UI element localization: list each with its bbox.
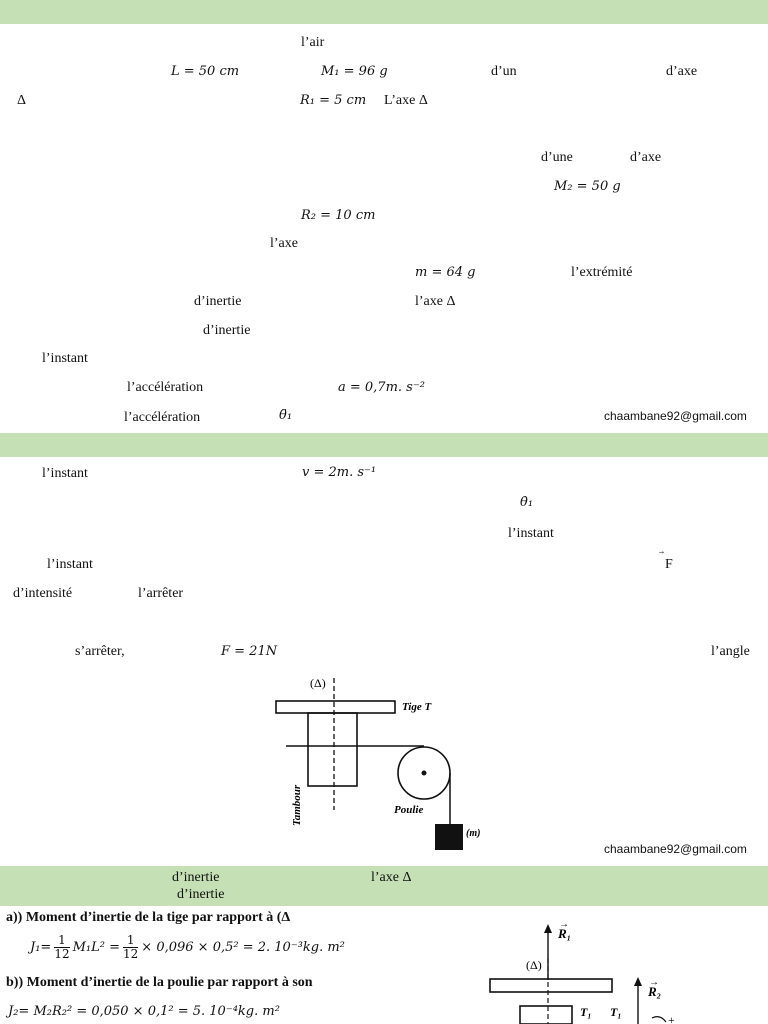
- word-laxe-2: l’axe: [270, 236, 298, 251]
- t1-label: T₁: [580, 1005, 592, 1019]
- velocity-value: v = 2m. s⁻¹: [302, 465, 377, 480]
- word-acceleration-1: l’accélération: [127, 380, 204, 395]
- word-angle: l’angle: [711, 644, 750, 659]
- part-a-heading: a)) Moment d’inertie de la tige par rapp…: [6, 910, 291, 925]
- theta-double-dot: θ̈₁: [279, 408, 293, 423]
- word-dintensite: d’intensité: [13, 586, 73, 601]
- word-instant-1: l’instant: [42, 351, 88, 366]
- word-daxe-1: d’axe: [666, 64, 698, 79]
- word-daxe-2: d’axe: [630, 150, 662, 165]
- fig-plus-sign: +: [668, 1013, 675, 1024]
- solution-header-dinertie-2: d’inertie: [177, 887, 225, 902]
- radius-r2-value: R₂ = 10 cm: [301, 208, 376, 223]
- axis-delta-label: (Δ): [310, 676, 326, 690]
- j1-fraction-1: 1 12: [54, 934, 70, 961]
- mass-m1-value: M₁ = 96 g: [321, 64, 388, 79]
- delta-symbol: Δ: [17, 93, 27, 108]
- theta-dot: θ̇₁: [520, 495, 534, 510]
- solution-header-laxe: l’axe Δ: [371, 870, 412, 885]
- mass-m-value: m = 64 g: [415, 265, 476, 280]
- word-laxe-3: l’axe Δ: [415, 294, 456, 309]
- poulie-label: Poulie: [394, 804, 423, 816]
- tambour-rect: [307, 712, 358, 787]
- mass-label: (m): [466, 828, 480, 839]
- fig-tige-rect: [489, 978, 613, 993]
- radius-r1-value: R₁ = 5 cm: [300, 93, 367, 108]
- length-value: L = 50 cm: [171, 64, 240, 79]
- word-instant-4: l’instant: [47, 557, 93, 572]
- tige-label: Tige T: [402, 701, 432, 713]
- j1-mid: M₁L² =: [72, 939, 121, 955]
- j2-equation: J₂= M₂R₂² = 0,050 × 0,1² = 5. 10⁻⁴kg. m²: [8, 1004, 280, 1019]
- poulie-center: [421, 770, 427, 776]
- tambour-label: Tambour: [291, 784, 303, 826]
- r1-arrow-head: [544, 924, 552, 933]
- email-footer-2: chaambane92@gmail.com: [604, 842, 747, 856]
- acceleration-value: a = 0,7m. s⁻²: [338, 380, 425, 395]
- j1-frac1-num: 1: [54, 934, 70, 948]
- j1-frac1-den: 12: [54, 946, 70, 961]
- fig-axis-label: (Δ): [526, 958, 542, 972]
- word-instant-2: l’instant: [42, 466, 88, 481]
- top-header-band: [0, 0, 768, 24]
- j1-fraction-2: 1 12: [123, 934, 139, 961]
- mechanism-figure: (Δ) Tige T (m) Poulie Tambour: [275, 676, 480, 850]
- j1-frac2-num: 1: [123, 934, 139, 948]
- rotation-arc: [651, 1016, 667, 1023]
- email-footer-1: chaambane92@gmail.com: [604, 409, 747, 423]
- word-instant-3: l’instant: [508, 526, 554, 541]
- fig-tambour-rect: [519, 1005, 573, 1024]
- word-larreter: l’arrêter: [138, 586, 184, 601]
- j1-equation: J₁= 1 12 M₁L² = 1 12 × 0,096 × 0,5² = 2.…: [30, 930, 345, 964]
- r2-label: R₂: [647, 984, 661, 999]
- j1-lhs: J₁=: [30, 939, 52, 955]
- r2-vector-mark: →: [649, 977, 659, 988]
- word-laxe-1: L’axe Δ: [384, 93, 428, 108]
- word-dun: d’un: [491, 64, 517, 79]
- solution-header-band: [0, 866, 768, 906]
- word-extremite: l’extrémité: [571, 265, 633, 280]
- t1b-label: T₁: [610, 1005, 622, 1019]
- force-value: F = 21N: [221, 644, 278, 659]
- solution-header-dinertie-1: d’inertie: [172, 870, 220, 885]
- word-dinertie-1: d’inertie: [194, 294, 242, 309]
- r1-vector-mark: →: [559, 919, 569, 930]
- part-b-heading: b)) Moment d’inertie de la poulie par ra…: [6, 975, 313, 990]
- forces-figure: R₁ → (Δ) R₂ → T₁ T₁ +: [489, 919, 675, 1024]
- page-separator-band: [0, 433, 768, 457]
- tige-rect: [275, 700, 396, 714]
- j1-frac2-den: 12: [123, 946, 139, 961]
- word-air: l’air: [301, 35, 325, 50]
- word-dune: d’une: [541, 150, 573, 165]
- force-f-label: F: [665, 557, 673, 572]
- j1-rhs: × 0,096 × 0,5² = 2. 10⁻³kg. m²: [141, 939, 345, 955]
- mass-m2-value: M₂ = 50 g: [554, 179, 621, 194]
- word-acceleration-2: l’accélération: [124, 410, 201, 425]
- word-sarreter: s’arrêter,: [75, 644, 125, 659]
- r1-label: R₁: [557, 926, 571, 941]
- r2-arrow-head: [634, 977, 642, 986]
- word-dinertie-2: d’inertie: [203, 323, 251, 338]
- mass-block: [435, 824, 463, 850]
